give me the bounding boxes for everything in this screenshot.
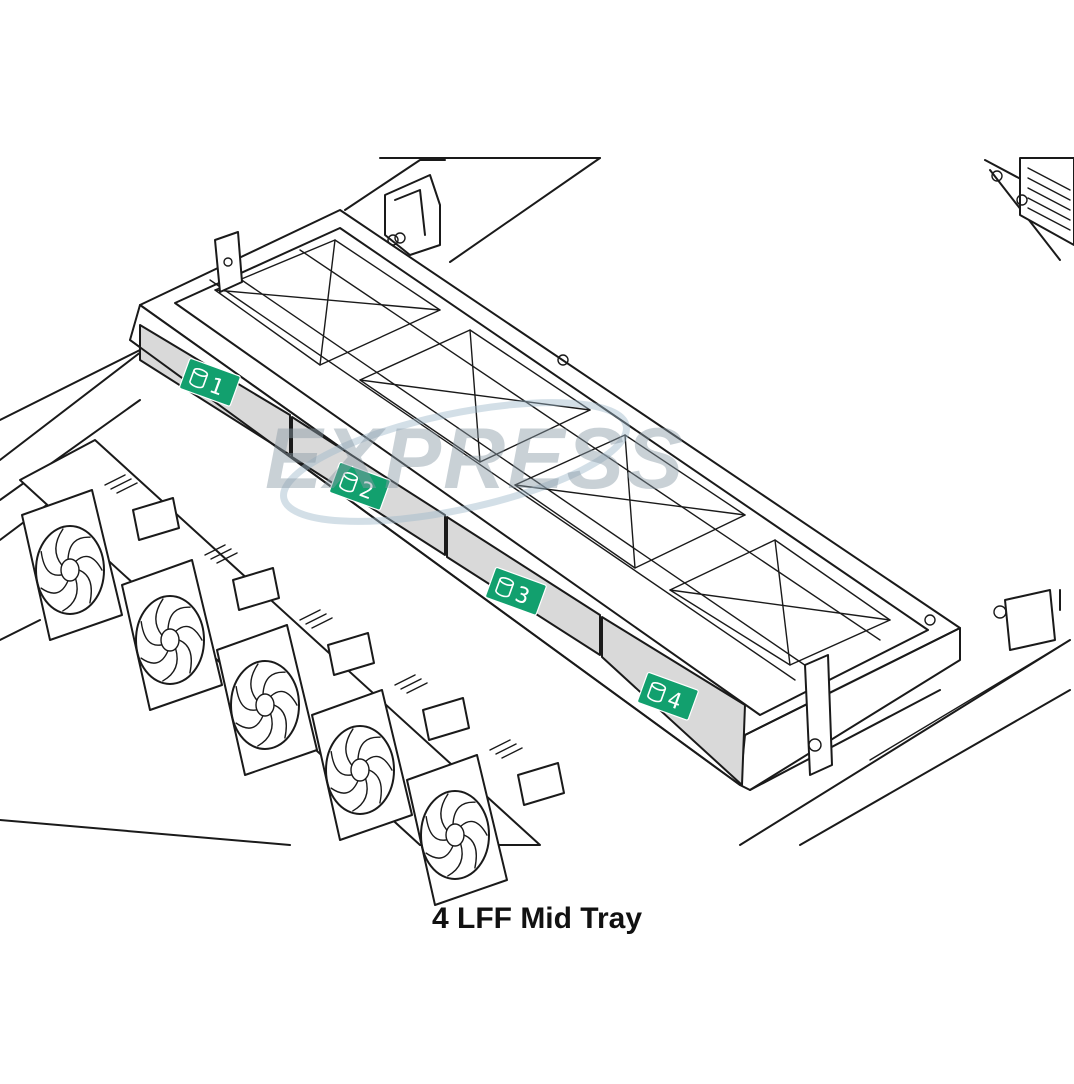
watermark-text: EXPRESS bbox=[265, 411, 685, 507]
drive-icon bbox=[495, 577, 515, 598]
bay-label-2: 2 bbox=[329, 461, 391, 511]
tray-latch-left bbox=[214, 231, 243, 293]
rear-bracket bbox=[344, 159, 446, 256]
fan-icon bbox=[21, 474, 180, 641]
tray-latch-right bbox=[804, 589, 1056, 776]
watermark: EXPRESS bbox=[265, 399, 685, 525]
fan-icon bbox=[121, 544, 280, 711]
bay-label-1: 1 bbox=[179, 357, 241, 407]
drive-icon bbox=[647, 682, 667, 703]
drive-icon bbox=[189, 368, 209, 389]
bay-label-4: 4 bbox=[637, 671, 699, 721]
figure-caption: 4 LFF Mid Tray bbox=[431, 902, 643, 935]
drive-icon bbox=[339, 472, 359, 493]
bay-label-3: 3 bbox=[485, 566, 547, 616]
fan-icon bbox=[216, 609, 375, 776]
fan-icon bbox=[406, 739, 565, 906]
tray-top-frame bbox=[139, 209, 961, 736]
rear-vent-grille bbox=[991, 157, 1074, 246]
fan-row bbox=[19, 439, 565, 906]
tray-front-face bbox=[129, 304, 961, 791]
fan-icon bbox=[311, 674, 470, 841]
chassis-outline bbox=[0, 157, 1071, 846]
